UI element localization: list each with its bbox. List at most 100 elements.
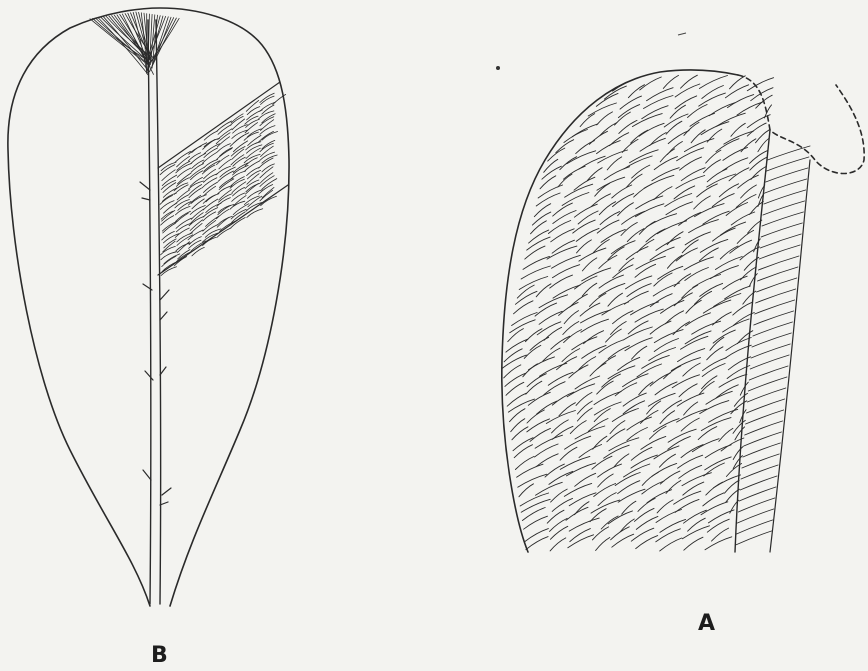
network-vein: [594, 392, 621, 405]
network-vein: [577, 408, 592, 421]
network-vein: [564, 483, 591, 496]
network-vein: [598, 464, 622, 477]
network-vein: [512, 313, 537, 326]
network-vein: [519, 484, 534, 497]
network-vein: [507, 393, 526, 406]
leaf-a-dashed-edge: [738, 75, 864, 174]
network-vein: [743, 443, 780, 457]
network-vein: [618, 203, 634, 216]
network-vein: [515, 457, 534, 470]
network-vein: [764, 190, 806, 204]
network-vein: [737, 520, 773, 534]
network-vein: [724, 131, 754, 144]
network-vein: [601, 229, 625, 242]
network-vein: [614, 454, 629, 467]
network-vein: [765, 179, 807, 193]
network-vein: [747, 115, 770, 128]
network-vein: [618, 105, 639, 118]
network-vein: [674, 491, 701, 504]
network-vein: [590, 363, 606, 376]
network-vein: [562, 193, 589, 206]
network-vein: [758, 256, 799, 270]
network-vein: [675, 84, 700, 97]
network-vein: [512, 427, 528, 440]
band-vein: [160, 195, 172, 204]
network-vein: [719, 428, 733, 441]
network-vein: [608, 247, 624, 260]
network-vein: [544, 382, 565, 395]
network-vein: [596, 93, 618, 106]
network-vein: [747, 399, 785, 413]
network-vein: [518, 474, 547, 487]
network-vein: [658, 266, 683, 279]
network-vein: [620, 96, 642, 109]
network-vein: [575, 376, 600, 389]
network-vein: [634, 184, 652, 197]
network-vein: [688, 518, 706, 531]
network-vein: [733, 420, 745, 433]
network-vein: [514, 301, 534, 314]
network-vein: [553, 285, 580, 298]
band-vein: [233, 125, 248, 134]
network-vein: [564, 130, 588, 143]
network-vein: [680, 157, 702, 170]
network-vein: [666, 121, 682, 134]
network-vein: [736, 195, 756, 208]
network-vein: [768, 146, 811, 160]
network-vein: [619, 120, 637, 133]
network-vein: [661, 300, 684, 313]
network-vein: [508, 399, 534, 412]
network-vein: [677, 148, 704, 161]
network-vein: [739, 487, 776, 501]
network-vein: [766, 168, 808, 182]
network-vein: [745, 421, 783, 435]
network-vein: [521, 499, 550, 512]
network-vein: [762, 212, 803, 226]
network-vein: [598, 493, 616, 506]
network-vein: [636, 536, 658, 549]
network-vein: [588, 419, 608, 432]
network-vein: [520, 493, 549, 506]
network-vein: [588, 103, 616, 116]
network-vein: [637, 364, 662, 377]
network-vein: [738, 498, 775, 512]
network-vein: [579, 248, 606, 261]
network-vein: [564, 311, 578, 324]
leaf-b-midrib-inner: [156, 20, 161, 604]
network-vein: [676, 176, 705, 189]
network-vein: [688, 105, 708, 118]
network-vein: [589, 131, 607, 144]
network-vein: [667, 232, 683, 245]
band-vein: [247, 107, 260, 115]
band-vein: [162, 256, 176, 266]
network-vein: [527, 410, 544, 423]
network-vein: [749, 274, 757, 287]
band-vein: [260, 190, 273, 201]
network-vein: [744, 432, 782, 446]
network-vein: [527, 237, 550, 250]
network-vein: [575, 276, 598, 289]
network-vein: [702, 86, 724, 99]
band-vein: [245, 158, 257, 166]
network-vein: [684, 122, 699, 135]
band-vein: [231, 155, 244, 165]
network-vein: [753, 322, 793, 336]
network-vein: [552, 265, 579, 278]
network-vein: [667, 255, 682, 268]
leaf-b-midrib: [148, 20, 151, 604]
network-vein: [621, 223, 637, 236]
network-vein: [719, 184, 738, 197]
network-vein: [706, 391, 732, 404]
network-vein: [623, 327, 652, 340]
network-vein: [524, 516, 548, 529]
network-vein: [602, 374, 621, 387]
network-vein: [748, 377, 787, 391]
network-vein: [726, 338, 751, 351]
network-vein: [700, 401, 729, 414]
band-vein: [262, 140, 275, 149]
network-vein: [648, 393, 675, 406]
network-vein: [675, 96, 697, 109]
network-vein: [513, 438, 533, 451]
network-vein: [582, 345, 606, 358]
band-vein: [191, 209, 203, 219]
